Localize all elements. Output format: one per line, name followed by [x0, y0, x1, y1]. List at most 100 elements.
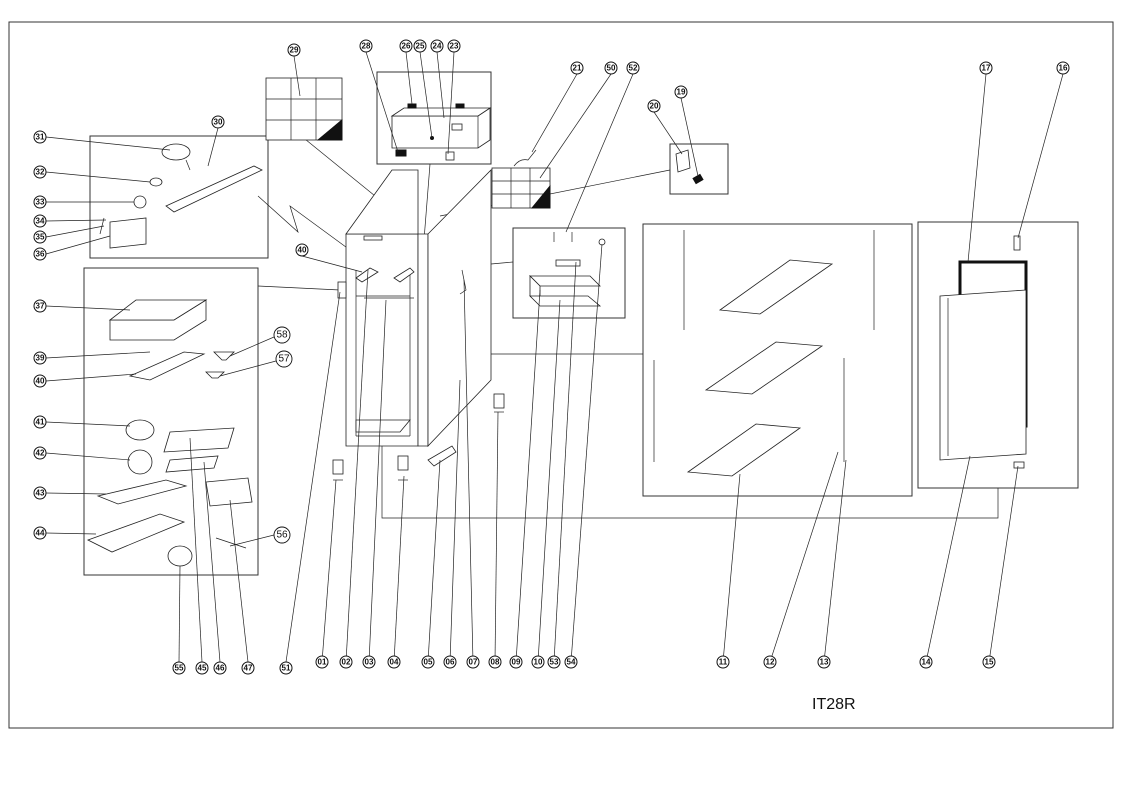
svg-text:37: 37: [36, 302, 45, 311]
callout-12: 12: [763, 655, 777, 669]
svg-text:41: 41: [36, 418, 45, 427]
svg-text:43: 43: [36, 489, 45, 498]
svg-text:14: 14: [922, 658, 931, 667]
svg-text:45: 45: [198, 664, 207, 673]
callout-04: 04: [387, 655, 401, 669]
svg-text:20: 20: [650, 102, 659, 111]
svg-text:21: 21: [573, 64, 582, 73]
svg-text:08: 08: [491, 658, 500, 667]
callout-58: 58: [273, 326, 291, 344]
callout-01: 01: [315, 655, 329, 669]
door-parts: [939, 235, 1028, 469]
svg-text:53: 53: [550, 658, 559, 667]
svg-text:40: 40: [298, 246, 307, 255]
callout-43: 43: [33, 486, 47, 500]
shelf-grille-top: [265, 77, 343, 141]
callout-28: 28: [359, 39, 373, 53]
connector-line: [423, 163, 431, 241]
leader-lines: [45, 51, 1064, 663]
cabinet-body: [337, 169, 492, 447]
callout-10: 10: [531, 655, 545, 669]
callout-35: 35: [33, 230, 47, 244]
switch-parts: [675, 149, 704, 185]
svg-text:06: 06: [446, 658, 455, 667]
svg-text:39: 39: [36, 354, 45, 363]
callout-56: 56: [273, 526, 291, 544]
svg-text:24: 24: [433, 42, 442, 51]
callout-16: 16: [1056, 61, 1070, 75]
callout-20: 20: [647, 99, 661, 113]
svg-text:52: 52: [629, 64, 638, 73]
callout-19: 19: [674, 85, 688, 99]
callout-45: 45: [195, 661, 209, 675]
svg-text:05: 05: [424, 658, 433, 667]
callout-53: 53: [547, 655, 561, 669]
callout-50: 50: [604, 61, 618, 75]
svg-text:10: 10: [534, 658, 543, 667]
callout-32: 32: [33, 165, 47, 179]
svg-text:16: 16: [1059, 64, 1068, 73]
svg-text:02: 02: [342, 658, 351, 667]
callout-17: 17: [979, 61, 993, 75]
callout-06: 06: [443, 655, 457, 669]
svg-text:47: 47: [244, 664, 253, 673]
svg-text:15: 15: [985, 658, 994, 667]
callout-23: 23: [447, 39, 461, 53]
svg-text:36: 36: [36, 250, 45, 259]
svg-text:40: 40: [36, 377, 45, 386]
callout-02: 02: [339, 655, 353, 669]
compressor-parts: [99, 143, 263, 249]
callout-55: 55: [172, 661, 186, 675]
svg-text:51: 51: [282, 664, 291, 673]
control-box: [390, 103, 492, 161]
svg-text:19: 19: [677, 88, 686, 97]
shelves-group-box: [642, 223, 913, 497]
callout-31: 31: [33, 130, 47, 144]
control-box-group: [376, 71, 492, 165]
svg-text:50: 50: [607, 64, 616, 73]
svg-text:01: 01: [318, 658, 327, 667]
callout-34: 34: [33, 214, 47, 228]
svg-text:33: 33: [36, 198, 45, 207]
callout-21: 21: [570, 61, 584, 75]
svg-text:13: 13: [820, 658, 829, 667]
callout-44: 44: [33, 526, 47, 540]
callout-25: 25: [413, 39, 427, 53]
svg-text:55: 55: [175, 664, 184, 673]
callout-29: 29: [287, 43, 301, 57]
callout-33: 33: [33, 195, 47, 209]
compressor-group-box: [89, 135, 269, 259]
callout-46: 46: [213, 661, 227, 675]
callout-42: 42: [33, 446, 47, 460]
callout-51: 51: [279, 661, 293, 675]
svg-text:54: 54: [567, 658, 576, 667]
svg-text:42: 42: [36, 449, 45, 458]
evaporator-group-box: [83, 267, 259, 576]
callout-39: 39: [33, 351, 47, 365]
cabinet-feet: [332, 269, 505, 481]
outer-frame: [8, 21, 1114, 729]
callout-13: 13: [817, 655, 831, 669]
callout-41: 41: [33, 415, 47, 429]
callout-07: 07: [466, 655, 480, 669]
svg-text:28: 28: [362, 42, 371, 51]
light-group-box: [512, 227, 626, 319]
callout-24: 24: [430, 39, 444, 53]
connector-line: [490, 261, 514, 265]
callout-15: 15: [982, 655, 996, 669]
callout-52: 52: [626, 61, 640, 75]
svg-text:17: 17: [982, 64, 991, 73]
connector-line: [257, 285, 341, 291]
svg-text:04: 04: [390, 658, 399, 667]
callout-09: 09: [509, 655, 523, 669]
callout-57: 57: [275, 350, 293, 368]
evaporator-parts: [86, 299, 253, 567]
svg-text:58: 58: [276, 330, 288, 341]
callout-47: 47: [241, 661, 255, 675]
connector-line: [299, 134, 381, 201]
svg-text:29: 29: [290, 46, 299, 55]
callout-05: 05: [421, 655, 435, 669]
callout-03: 03: [362, 655, 376, 669]
